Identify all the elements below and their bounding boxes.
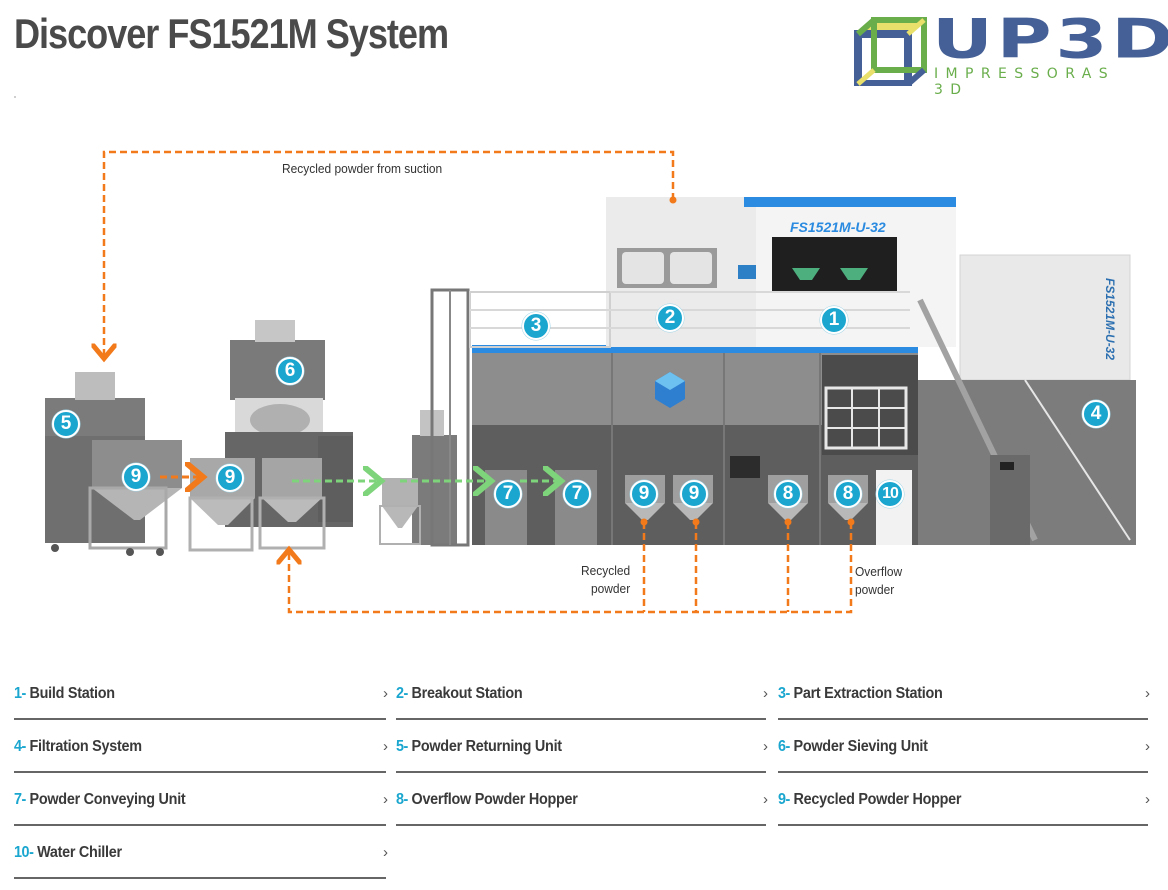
item-number: 3- <box>778 685 790 702</box>
machine-model-text: FS1521M-U-32 <box>790 219 886 235</box>
badge-powder-sieving-unit[interactable]: 6 <box>276 357 304 385</box>
decorative-dot <box>14 96 16 98</box>
item-label: Build Station <box>29 685 116 702</box>
badge-powder-returning-unit[interactable]: 5 <box>52 410 80 438</box>
page-title: Discover FS1521M System <box>14 10 449 57</box>
item-label: Water Chiller <box>37 844 122 861</box>
item-number: 6- <box>778 738 790 755</box>
list-item-powder-returning-unit[interactable]: 5-Powder Returning Unit › <box>396 723 768 773</box>
chevron-right-icon: › <box>1145 791 1150 808</box>
badge-water-chiller[interactable]: 10 <box>876 480 904 508</box>
list-item-breakout-station[interactable]: 2-Breakout Station › <box>396 670 768 720</box>
badge-breakout-station[interactable]: 2 <box>656 304 684 332</box>
conveyor-unit <box>379 288 470 547</box>
item-label: Recycled Powder Hopper <box>793 791 962 808</box>
chevron-right-icon: › <box>383 685 388 702</box>
item-label: Powder Sieving Unit <box>793 738 928 755</box>
badge-filtration-system[interactable]: 4 <box>1082 400 1110 428</box>
chevron-right-icon: › <box>383 738 388 755</box>
badge-recycled-hopper-d[interactable]: 9 <box>216 464 244 492</box>
recycled-suction-flow <box>104 150 677 356</box>
item-label: Part Extraction Station <box>793 685 943 702</box>
overflow-powder-label: Overflow powder <box>855 563 902 599</box>
list-item-recycled-powder-hopper[interactable]: 9-Recycled Powder Hopper › <box>778 776 1150 826</box>
badge-recycled-hopper-b[interactable]: 9 <box>680 480 708 508</box>
overflow-powder-label-line2: powder <box>855 582 895 597</box>
powder-returning-unit <box>45 372 182 556</box>
item-label: Powder Returning Unit <box>411 738 563 755</box>
item-number: 8- <box>396 791 408 808</box>
item-label: Powder Conveying Unit <box>29 791 186 808</box>
system-illustration: FS1521M-U-32 FS1521M-U-32 <box>45 150 1136 614</box>
logo-tagline: IMPRESSORAS 3D <box>934 66 1116 98</box>
powder-sieving-unit <box>188 320 353 552</box>
list-item-powder-conveying-unit[interactable]: 7-Powder Conveying Unit › <box>14 776 388 826</box>
item-label: Filtration System <box>29 738 143 755</box>
chevron-right-icon: › <box>383 844 388 861</box>
suction-flow-label: Recycled powder from suction <box>282 161 443 176</box>
chevron-right-icon: › <box>383 791 388 808</box>
main-machine-base <box>472 345 918 545</box>
chevron-right-icon: › <box>1145 685 1150 702</box>
badge-recycled-hopper-a[interactable]: 9 <box>630 480 658 508</box>
item-number: 9- <box>778 791 790 808</box>
badge-overflow-hopper-b[interactable]: 8 <box>834 480 862 508</box>
overflow-powder-label-line1: Overflow <box>855 564 903 579</box>
list-item-overflow-powder-hopper[interactable]: 8-Overflow Powder Hopper › <box>396 776 768 826</box>
recycled-return-flow <box>289 518 855 614</box>
item-number: 10- <box>14 844 34 861</box>
chevron-right-icon: › <box>763 685 768 702</box>
item-number: 5- <box>396 738 408 755</box>
cube-logo-icon <box>854 17 927 88</box>
recycled-powder-label-line1: Recycled <box>581 563 631 578</box>
item-label: Breakout Station <box>411 685 523 702</box>
up3d-logo: UP3D IMPRESSORAS 3D <box>852 8 1168 98</box>
badge-overflow-hopper-a[interactable]: 8 <box>774 480 802 508</box>
chevron-right-icon: › <box>1145 738 1150 755</box>
list-item-water-chiller[interactable]: 10-Water Chiller › <box>14 829 388 879</box>
recycled-powder-label: Recycled powder <box>581 562 630 598</box>
item-number: 2- <box>396 685 408 702</box>
badge-recycled-hopper-c[interactable]: 9 <box>122 463 150 491</box>
system-diagram: FS1521M-U-32 FS1521M-U-32 <box>0 130 1168 630</box>
chevron-right-icon: › <box>763 791 768 808</box>
list-item-filtration-system[interactable]: 4-Filtration System › <box>14 723 388 773</box>
item-number: 4- <box>14 738 26 755</box>
svg-text:FS1521M-U-32: FS1521M-U-32 <box>1103 278 1117 360</box>
item-label: Overflow Powder Hopper <box>411 791 578 808</box>
badge-powder-conveying-unit-a[interactable]: 7 <box>494 480 522 508</box>
badge-build-station[interactable]: 1 <box>820 306 848 334</box>
item-number: 1- <box>14 685 26 702</box>
badge-powder-conveying-unit-b[interactable]: 7 <box>563 480 591 508</box>
recycled-powder-label-line2: powder <box>590 581 631 596</box>
list-item-part-extraction-station[interactable]: 3-Part Extraction Station › <box>778 670 1150 720</box>
list-item-build-station[interactable]: 1-Build Station › <box>14 670 388 720</box>
list-item-powder-sieving-unit[interactable]: 6-Powder Sieving Unit › <box>778 723 1150 773</box>
badge-part-extraction-station[interactable]: 3 <box>522 312 550 340</box>
item-number: 7- <box>14 791 26 808</box>
chevron-right-icon: › <box>763 738 768 755</box>
logo-wordmark: UP3D <box>932 8 1168 71</box>
